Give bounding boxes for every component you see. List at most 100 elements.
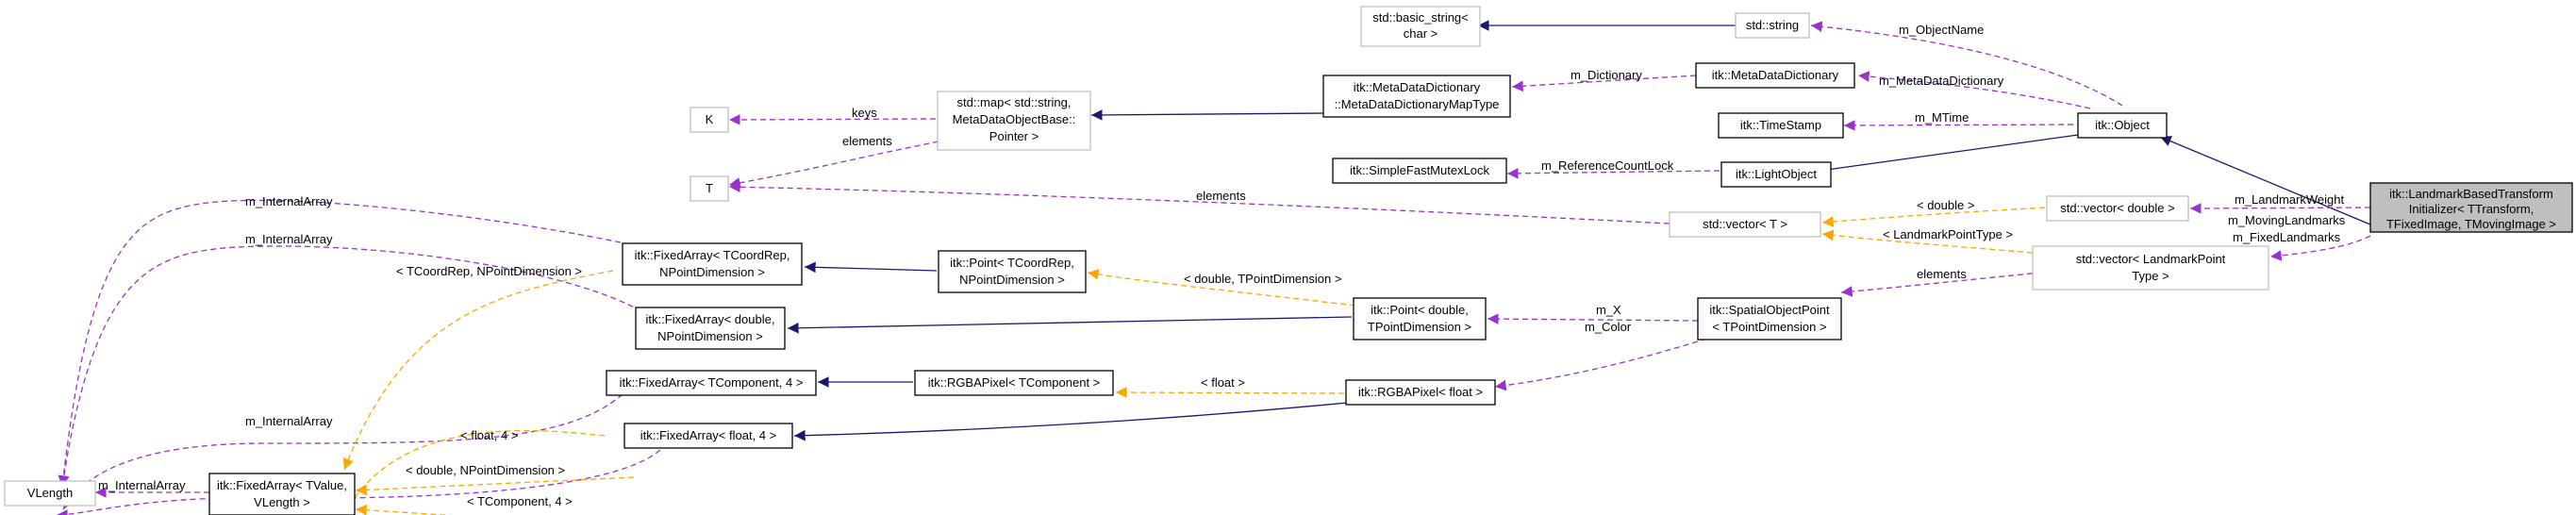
node-itk-fixedarray-tvalue[interactable]: itk::FixedArray< TValue, VLength > bbox=[208, 473, 356, 515]
node-line: itk::FixedArray< TCoordRep, bbox=[635, 248, 790, 262]
node-line: VLength bbox=[27, 486, 73, 500]
edge-template-tcomp-4 bbox=[355, 504, 454, 515]
node-itk-simplefastmutexlock[interactable]: itk::SimpleFastMutexLock bbox=[1332, 158, 1507, 184]
node-line: itk::MetaDataDictionary bbox=[1712, 68, 1839, 82]
node-line: std::vector< T > bbox=[1703, 217, 1787, 231]
node-line: MetaDataObjectBase:: bbox=[953, 112, 1076, 126]
node-itk-fixedarray-tcomponent[interactable]: itk::FixedArray< TComponent, 4 > bbox=[606, 370, 817, 396]
label-float-template: < float > bbox=[1201, 375, 1245, 390]
label-m-fixed-landmarks: m_FixedLandmarks bbox=[2233, 230, 2341, 244]
edge-template-double bbox=[1821, 207, 2046, 227]
edge-template-float-4 bbox=[343, 429, 606, 515]
edge-template-double-npoint bbox=[355, 476, 635, 496]
edge-member-dictionary bbox=[1511, 75, 1697, 92]
node-line: < TPointDimension > bbox=[1712, 320, 1826, 334]
node-line: itk::Point< double, bbox=[1371, 303, 1469, 317]
label-elements-landmark: elements bbox=[1917, 267, 1967, 281]
edge-member-internal-array-4 bbox=[62, 393, 623, 510]
edge-member-object-name bbox=[1810, 21, 2123, 107]
edge-member-reference-count-lock bbox=[1506, 167, 1720, 179]
label-m-landmark-weight: m_LandmarkWeight bbox=[2235, 192, 2344, 207]
label-m-internal-array-2: m_InternalArray bbox=[245, 232, 333, 246]
node-itk-metadatadictionary[interactable]: itk::MetaDataDictionary bbox=[1695, 62, 1855, 89]
label-double-tpoint-template: < double, TPointDimension > bbox=[1184, 272, 1341, 286]
node-itk-object[interactable]: itk::Object bbox=[2077, 112, 2168, 139]
node-line: std::vector< LandmarkPoint bbox=[2076, 252, 2226, 266]
node-vlength[interactable]: VLength bbox=[4, 480, 96, 507]
node-line: NPointDimension > bbox=[657, 329, 763, 343]
label-tcomp-4-template: < TComponent, 4 > bbox=[467, 494, 573, 508]
label-m-x: m_X bbox=[1596, 303, 1621, 317]
edge-member-metadatadictionary bbox=[1857, 71, 2091, 109]
node-metadatadictionary-maptype[interactable]: itk::MetaDataDictionary ::MetaDataDictio… bbox=[1322, 75, 1511, 118]
label-m-dictionary: m_Dictionary bbox=[1571, 68, 1642, 82]
node-line: NPointDimension > bbox=[959, 273, 1065, 287]
edge-member-elements-map bbox=[728, 141, 939, 189]
node-std-map[interactable]: std::map< std::string, MetaDataObjectBas… bbox=[937, 91, 1091, 151]
label-m-reference-count-lock: m_ReferenceCountLock bbox=[1541, 158, 1674, 173]
node-line: std::map< std::string, bbox=[956, 95, 1071, 109]
label-m-object-name: m_ObjectName bbox=[1899, 23, 1984, 37]
node-line: itk::SpatialObjectPoint bbox=[1709, 303, 1830, 317]
node-k[interactable]: K bbox=[690, 107, 729, 133]
node-itk-lightobject[interactable]: itk::LightObject bbox=[1720, 161, 1832, 188]
node-line: Type > bbox=[2132, 269, 2169, 283]
node-itk-rgbapixel-tcomponent[interactable]: itk::RGBAPixel< TComponent > bbox=[914, 370, 1114, 396]
edge-inherit-point-tcoord-to-fixedarray-tcoord bbox=[804, 261, 938, 274]
node-line: itk::FixedArray< float, 4 > bbox=[640, 428, 777, 442]
node-line: itk::Object bbox=[2095, 118, 2150, 132]
node-itk-fixedarray-float[interactable]: itk::FixedArray< float, 4 > bbox=[623, 423, 793, 449]
edge-inherit-point-double-to-fixedarray-double bbox=[787, 316, 1353, 334]
node-itk-point-tcoordrep[interactable]: itk::Point< TCoordRep, NPointDimension > bbox=[938, 250, 1087, 293]
label-m-mtime: m_MTime bbox=[1915, 110, 1969, 125]
label-m-internal-array-1: m_InternalArray bbox=[245, 194, 333, 208]
node-line: itk::Point< TCoordRep, bbox=[950, 256, 1074, 270]
node-line: T bbox=[706, 181, 713, 195]
label-m-internal-array-4: m_InternalArray bbox=[245, 414, 333, 428]
node-t[interactable]: T bbox=[690, 175, 729, 202]
node-line: TPointDimension > bbox=[1368, 320, 1471, 334]
edge-inherit-object-to-lightobject bbox=[1805, 134, 2079, 177]
node-line: std::vector< double > bbox=[2060, 201, 2174, 215]
node-itk-point-double[interactable]: itk::Point< double, TPointDimension > bbox=[1353, 297, 1487, 341]
edge-template-double-tpoint bbox=[1087, 269, 1356, 307]
node-line: itk::FixedArray< TValue, bbox=[217, 478, 347, 492]
label-m-internal-array-3: m_InternalArray bbox=[98, 478, 186, 492]
label-m-color: m_Color bbox=[1585, 320, 1632, 334]
node-line: std::basic_string< bbox=[1372, 10, 1469, 25]
node-line: std::string bbox=[1746, 18, 1799, 32]
node-itk-fixedarray-tcoordrep[interactable]: itk::FixedArray< TCoordRep, NPointDimens… bbox=[622, 242, 803, 286]
node-std-string[interactable]: std::string bbox=[1735, 12, 1810, 39]
node-line: NPointDimension > bbox=[659, 265, 765, 279]
node-std-vector-t[interactable]: std::vector< T > bbox=[1669, 211, 1821, 238]
node-std-vector-landmark[interactable]: std::vector< LandmarkPoint Type > bbox=[2032, 245, 2269, 291]
node-line: char > bbox=[1404, 26, 1438, 41]
label-landmark-point-type-template: < LandmarkPointType > bbox=[1883, 227, 2013, 241]
label-keys: keys bbox=[852, 106, 877, 120]
edge-member-elements-landmark bbox=[1840, 271, 2052, 297]
node-std-vector-double[interactable]: std::vector< double > bbox=[2046, 195, 2189, 222]
node-line: itk::RGBAPixel< TComponent > bbox=[928, 375, 1101, 390]
node-line: itk::FixedArray< double, bbox=[646, 312, 775, 326]
label-m-metadatadictionary: m_MetaDataDictionary bbox=[1879, 74, 2004, 88]
node-line: itk::LandmarkBasedTransform bbox=[2389, 187, 2553, 201]
node-line: itk::SimpleFastMutexLock bbox=[1350, 163, 1490, 177]
node-itk-fixedarray-double[interactable]: itk::FixedArray< double, NPointDimension… bbox=[635, 307, 786, 350]
node-line: Pointer > bbox=[989, 129, 1039, 143]
node-line: Initializer< TTransform, bbox=[2409, 202, 2534, 216]
label-double-template: < double > bbox=[1917, 198, 1974, 212]
node-line: TFixedImage, TMovingImage > bbox=[2386, 217, 2556, 231]
node-itk-timestamp[interactable]: itk::TimeStamp bbox=[1718, 112, 1844, 139]
node-itk-spatialobjectpoint[interactable]: itk::SpatialObjectPoint < TPointDimensio… bbox=[1697, 297, 1842, 341]
label-tcoord-npoint-template: < TCoordRep, NPointDimension > bbox=[396, 264, 582, 278]
label-float-4-template: < float, 4 > bbox=[460, 428, 518, 442]
edge-template-float bbox=[1115, 387, 1345, 398]
node-line: ::MetaDataDictionaryMapType bbox=[1335, 97, 1500, 111]
node-itk-rgbapixel-float[interactable]: itk::RGBAPixel< float > bbox=[1345, 379, 1496, 406]
node-landmark-based-transform-initializer[interactable]: itk::LandmarkBasedTransform Initializer<… bbox=[2369, 182, 2573, 233]
label-m-moving-landmarks: m_MovingLandmarks bbox=[2228, 213, 2346, 227]
edge-member-internal-array-1 bbox=[58, 199, 622, 488]
node-line: itk::RGBAPixel< float > bbox=[1358, 385, 1483, 399]
node-std-basic-string[interactable]: std::basic_string< char > bbox=[1360, 6, 1481, 47]
